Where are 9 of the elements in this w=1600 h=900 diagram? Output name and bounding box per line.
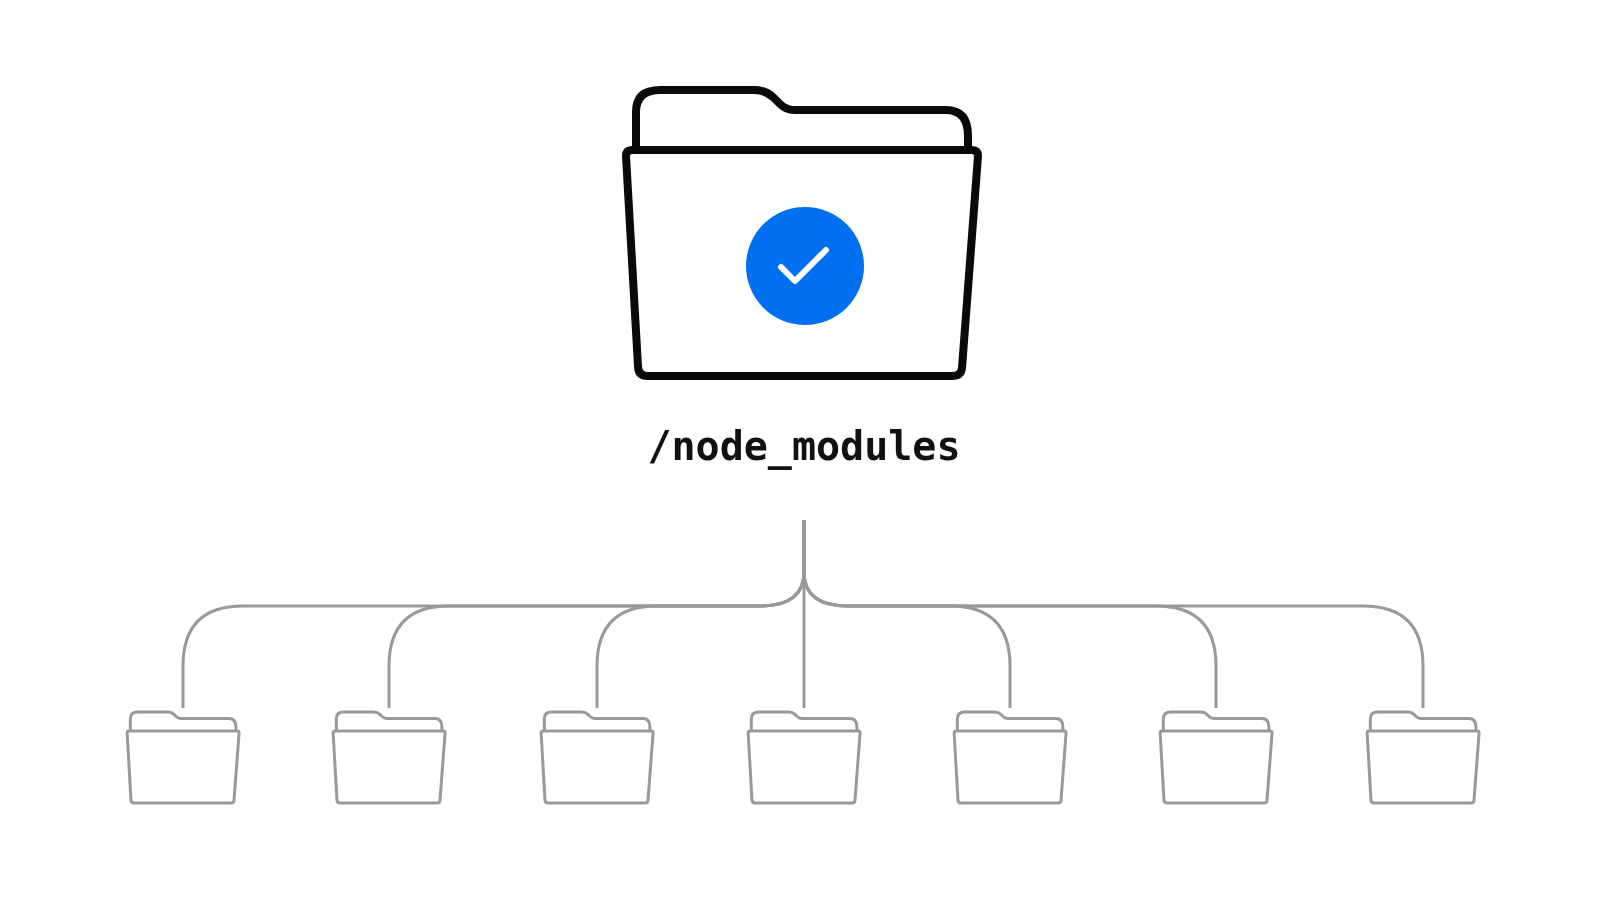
folder-name: /node_modules <box>646 423 962 469</box>
folder-icon <box>952 708 1068 806</box>
folder-icon <box>1365 708 1481 806</box>
tree-connector <box>802 520 1425 708</box>
folder-icon <box>331 708 447 806</box>
folder-icon <box>1158 708 1274 806</box>
folder-icon <box>539 708 655 806</box>
folder-icon <box>125 708 241 806</box>
folder-icon <box>746 708 862 806</box>
